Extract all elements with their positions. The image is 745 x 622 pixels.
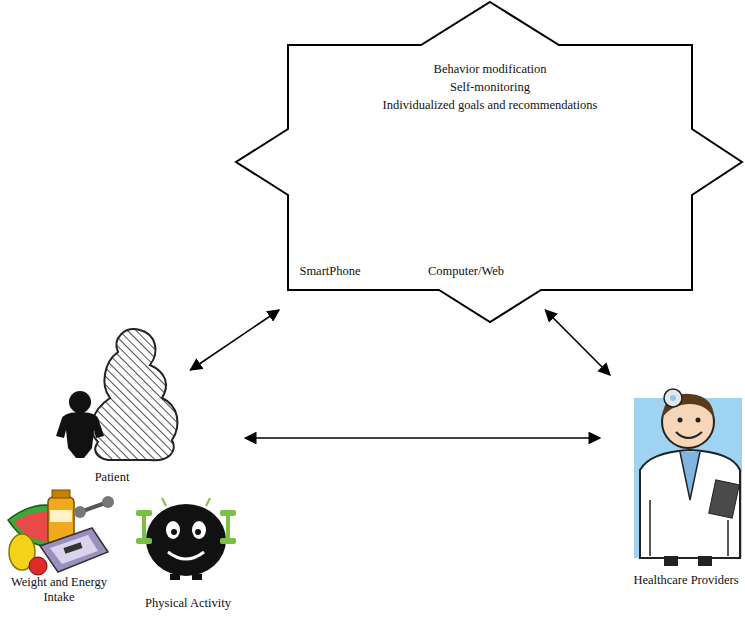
doctor-figure (634, 389, 742, 566)
feature-text: Behavior modification (434, 62, 547, 77)
activity-figure (136, 498, 236, 580)
feature-text: Self-monitoring (450, 80, 530, 95)
star-panel: Behavior modificationSelf-monitoringIndi… (233, 0, 745, 310)
double-arrow (545, 310, 610, 375)
star-outline (233, 0, 745, 310)
figure-caption: Physical Activity (145, 596, 231, 611)
node-label: Healthcare Providers (633, 573, 738, 588)
figure-caption: Weight and Energy Intake (3, 575, 115, 605)
device-label: Computer/Web (428, 264, 504, 279)
double-arrow (190, 310, 279, 370)
figure-node: Healthcare Providers (600, 375, 743, 590)
figure-node: Patient (50, 370, 245, 490)
device-label: SmartPhone (299, 264, 360, 279)
food-icons (8, 490, 114, 575)
patient-figure (56, 329, 177, 460)
double-arrow (245, 437, 600, 439)
node-label: Patient (95, 470, 130, 485)
feature-text: Individualized goals and recommendations (383, 98, 598, 113)
